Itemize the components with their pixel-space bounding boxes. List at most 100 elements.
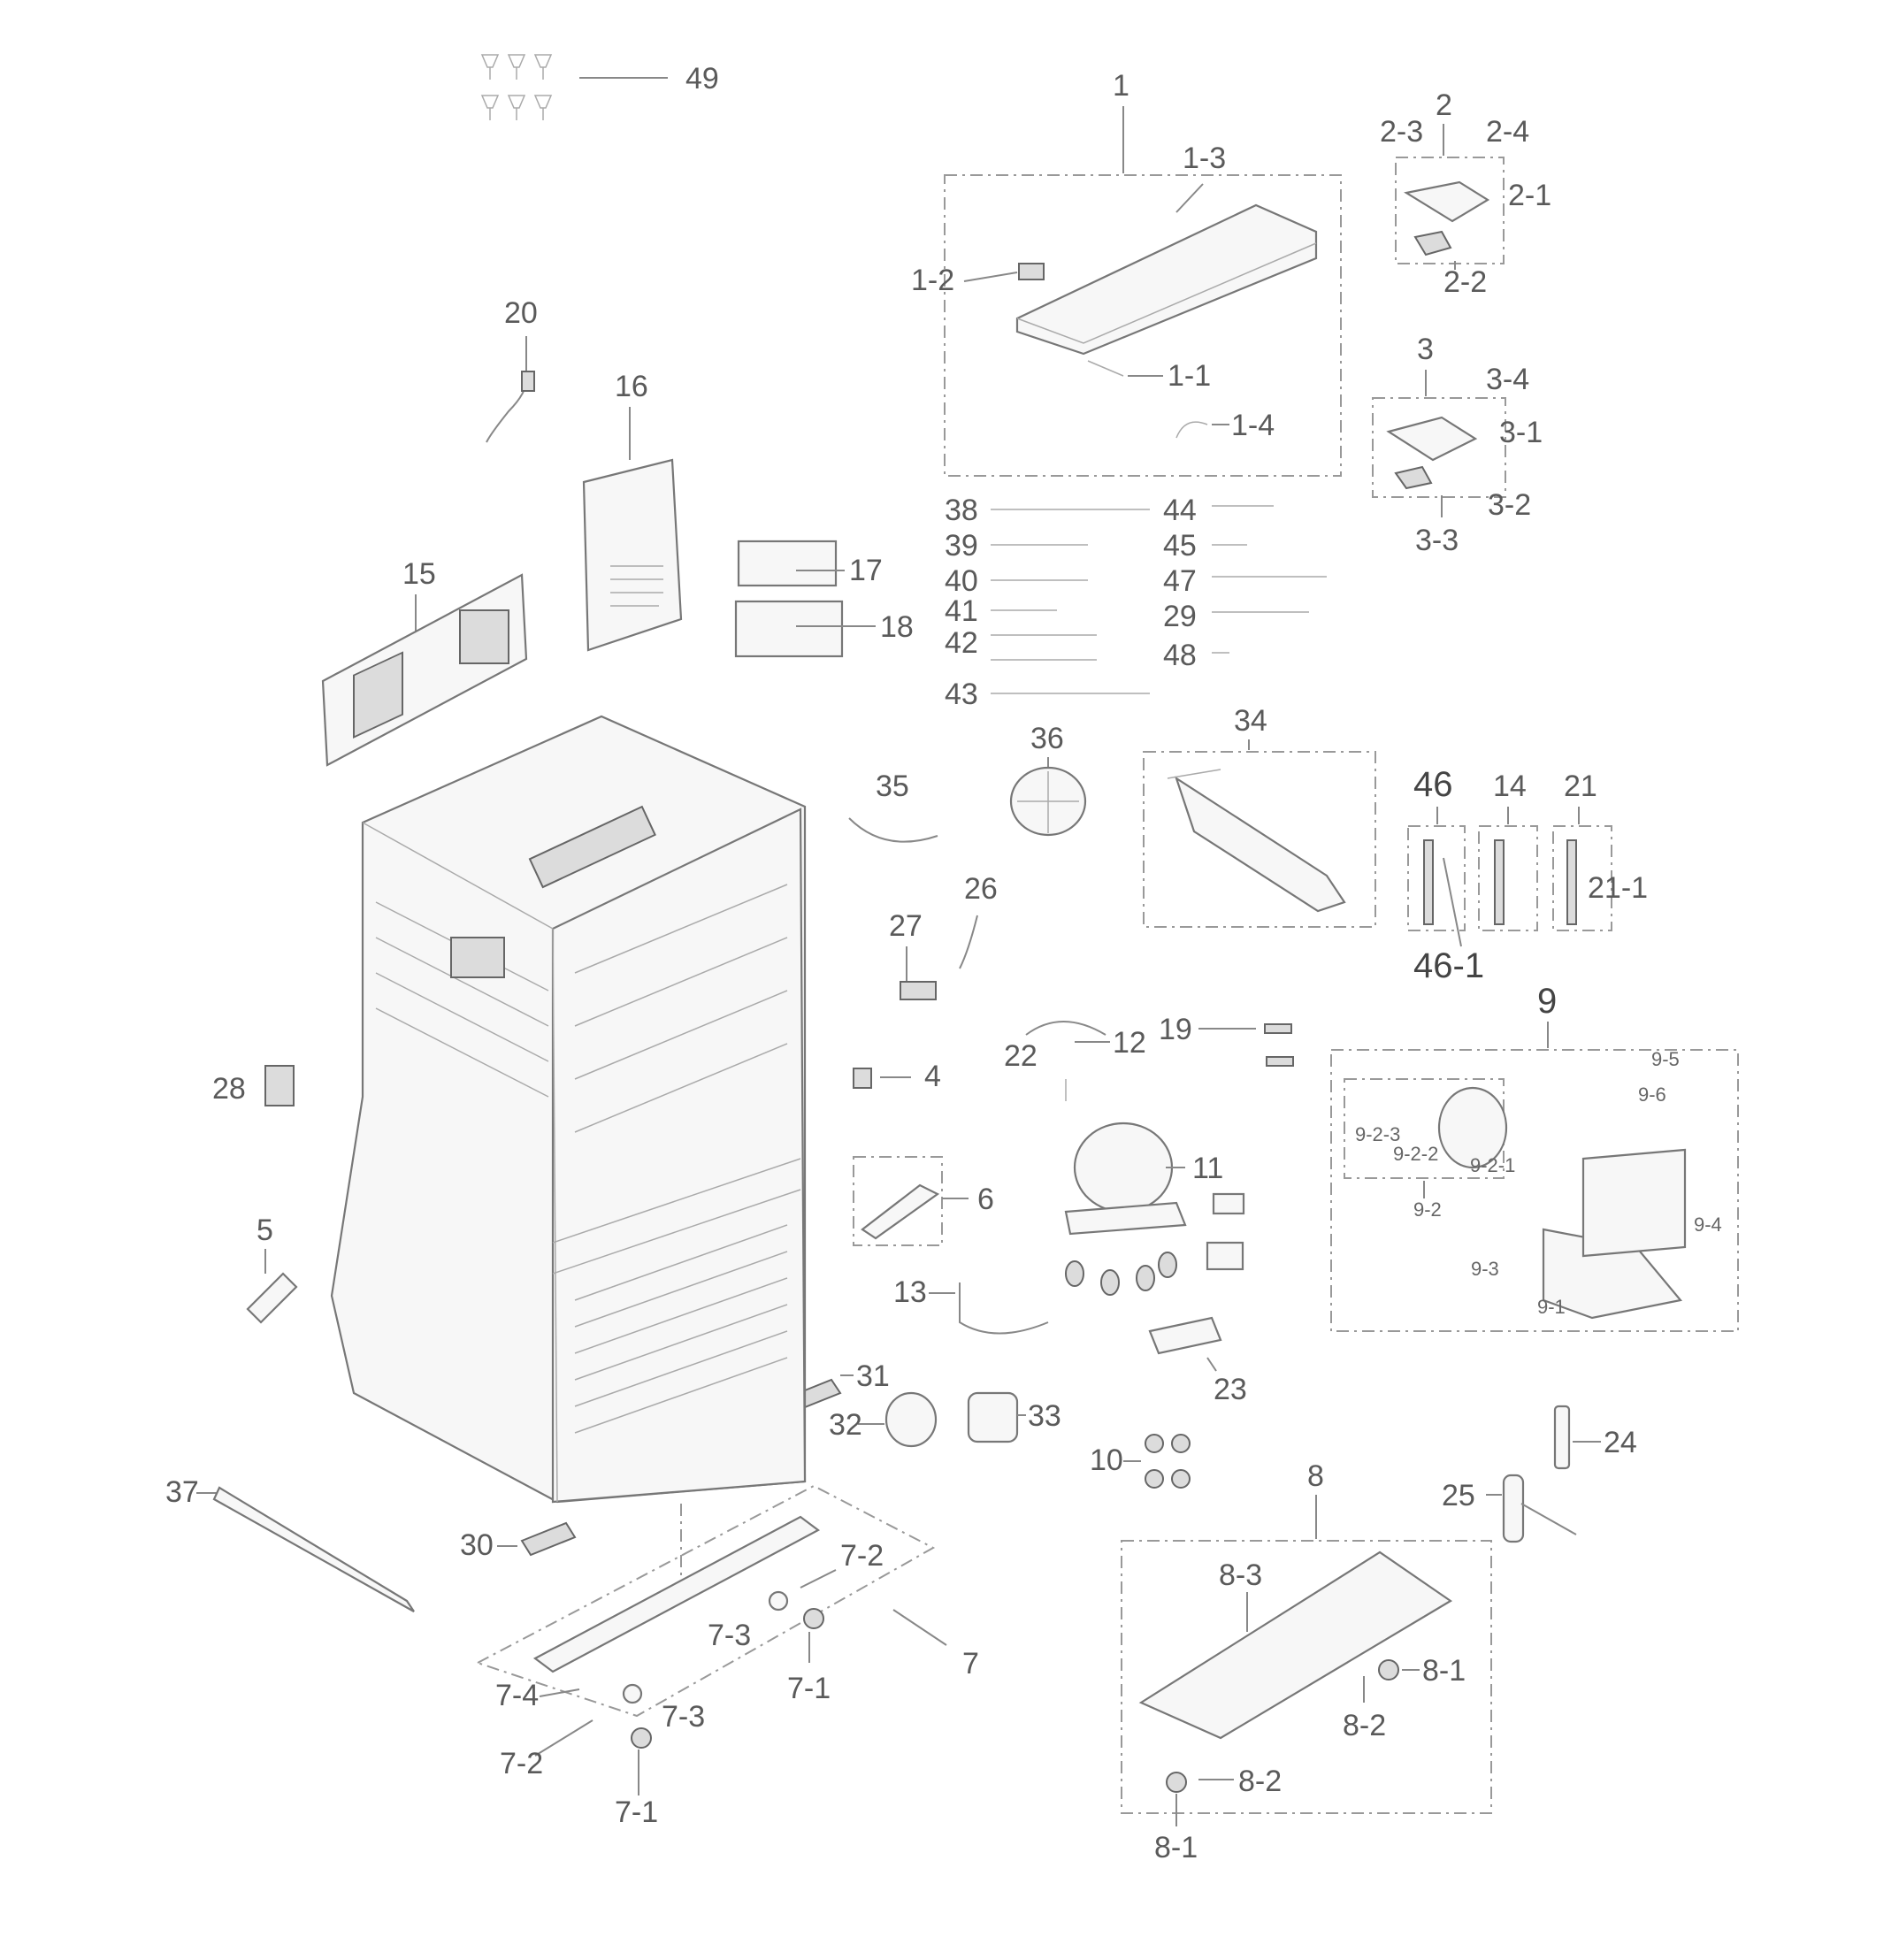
label-8-2b: 8-2	[1238, 1765, 1282, 1798]
fastener-list: 38 39 40 41 42 43 44 45 47 29 48	[945, 494, 1327, 711]
label-10: 10	[1090, 1443, 1123, 1477]
label-1: 1	[1113, 69, 1129, 103]
label-36: 36	[1030, 722, 1064, 755]
label-12: 12	[1113, 1026, 1146, 1060]
label-1-4: 1-4	[1231, 409, 1275, 442]
label-48: 48	[1163, 639, 1197, 672]
label-33: 33	[1028, 1399, 1061, 1433]
label-6: 6	[977, 1183, 994, 1216]
label-18: 18	[880, 610, 914, 644]
label-9-6: 9-6	[1638, 1083, 1666, 1106]
part-12-harness: 12	[1025, 1021, 1146, 1060]
label-14: 14	[1493, 769, 1527, 803]
label-9-2-1: 9-2-1	[1470, 1154, 1515, 1176]
part-46-sensor: 46 46-1	[1407, 765, 1484, 985]
label-3-2: 3-2	[1488, 488, 1531, 522]
label-40: 40	[945, 564, 978, 598]
label-46-1: 46-1	[1413, 946, 1484, 985]
label-21: 21	[1564, 769, 1597, 803]
part-27-sensor-holder: 27	[889, 909, 937, 1000]
label-46: 46	[1413, 765, 1453, 804]
part-36-fan-grille: 36	[1009, 722, 1087, 837]
label-8-2a: 8-2	[1343, 1709, 1386, 1742]
label-20: 20	[504, 296, 538, 330]
label-2: 2	[1436, 88, 1452, 122]
label-5: 5	[257, 1214, 273, 1247]
label-44: 44	[1163, 494, 1197, 527]
label-1-2: 1-2	[911, 264, 954, 297]
label-9-2-2: 9-2-2	[1393, 1143, 1438, 1165]
label-34: 34	[1234, 704, 1267, 738]
label-7-2a: 7-2	[840, 1539, 884, 1573]
part-32-capacitor: 32	[829, 1391, 938, 1448]
label-49: 49	[685, 62, 719, 96]
part-14-sensor: 14	[1478, 769, 1538, 931]
part-15-back-panel: 15	[321, 557, 528, 767]
part-25-dryer: 25	[1442, 1474, 1577, 1543]
part-22-screw: 22	[1004, 1039, 1067, 1101]
part-26-wire: 26	[959, 872, 998, 969]
label-7-1b: 7-1	[615, 1795, 658, 1829]
label-19: 19	[1159, 1013, 1192, 1046]
part-34-duct-assembly: 34	[1143, 704, 1376, 928]
label-28: 28	[212, 1072, 246, 1106]
label-15: 15	[402, 557, 436, 591]
label-4: 4	[924, 1060, 941, 1093]
part-1-top-cover-assembly: 1 1-3 1-2 1-1 1-4	[911, 69, 1342, 477]
part-9-evaporator-assembly: 9 9-2-1 9-2-2 9-2-3 9-2 9-5 9-6 9-4 9-3 …	[1330, 982, 1739, 1332]
part-21-sensor: 21 21-1	[1552, 769, 1648, 931]
label-9-3: 9-3	[1471, 1258, 1499, 1280]
label-3-3: 3-3	[1415, 524, 1459, 557]
part-8-base-plate-assembly: 8 8-3 8-1 8-2 8-2 8-1	[1121, 1459, 1492, 1864]
label-24: 24	[1604, 1426, 1637, 1459]
part-17-pcb: 17	[737, 540, 883, 587]
label-3-4: 3-4	[1486, 363, 1529, 396]
part-11-compressor: 11	[1064, 1122, 1245, 1296]
label-38: 38	[945, 494, 978, 527]
part-13-tube: 13	[893, 1275, 1049, 1335]
label-9-4: 9-4	[1694, 1214, 1722, 1236]
label-31: 31	[856, 1359, 890, 1393]
label-30: 30	[460, 1528, 494, 1562]
label-2-2: 2-2	[1443, 265, 1487, 299]
label-16: 16	[615, 370, 648, 403]
label-23: 23	[1214, 1373, 1247, 1406]
label-32: 32	[829, 1408, 862, 1442]
part-24-pin: 24	[1553, 1405, 1637, 1470]
label-1-1: 1-1	[1168, 359, 1211, 393]
label-8-3: 8-3	[1219, 1558, 1262, 1592]
label-35: 35	[876, 769, 909, 803]
label-9: 9	[1537, 982, 1557, 1021]
part-20-power-cord: 20	[486, 296, 538, 443]
label-39: 39	[945, 529, 978, 563]
label-42: 42	[945, 626, 978, 660]
label-2-4: 2-4	[1486, 115, 1529, 149]
label-3: 3	[1417, 333, 1434, 366]
label-7-4: 7-4	[495, 1679, 539, 1712]
label-11: 11	[1192, 1152, 1223, 1185]
label-2-1: 2-1	[1508, 179, 1551, 212]
part-33-cylinder: 33	[967, 1391, 1061, 1443]
part-3-hinge-assembly: 3 3-4 3-1 3-2 3-3	[1372, 333, 1543, 557]
label-9-5: 9-5	[1651, 1048, 1680, 1070]
part-16-rear-cover: 16	[582, 370, 683, 652]
label-9-1: 9-1	[1537, 1296, 1566, 1318]
label-22: 22	[1004, 1039, 1038, 1073]
part-37-rail: 37	[165, 1475, 415, 1612]
part-10-screws: 10	[1090, 1434, 1191, 1489]
label-8-1a: 8-1	[1422, 1654, 1466, 1688]
label-9-2: 9-2	[1413, 1198, 1442, 1221]
refrigerator-cabinet	[330, 715, 807, 1592]
label-37: 37	[165, 1475, 199, 1509]
part-4-plug: 4	[853, 1060, 941, 1093]
part-30-cover: 30	[460, 1521, 577, 1562]
label-7-3a: 7-3	[708, 1619, 751, 1652]
part-7-base-rail-assembly: 7 7-2 7-3 7-1 7-4 7-3 7-2 7-1	[475, 1484, 979, 1829]
label-43: 43	[945, 678, 978, 711]
label-13: 13	[893, 1275, 927, 1309]
part-23-relay: 23	[1148, 1316, 1247, 1406]
label-3-1: 3-1	[1499, 416, 1543, 449]
label-41: 41	[945, 594, 978, 628]
label-45: 45	[1163, 529, 1197, 563]
label-2-3: 2-3	[1380, 115, 1423, 149]
